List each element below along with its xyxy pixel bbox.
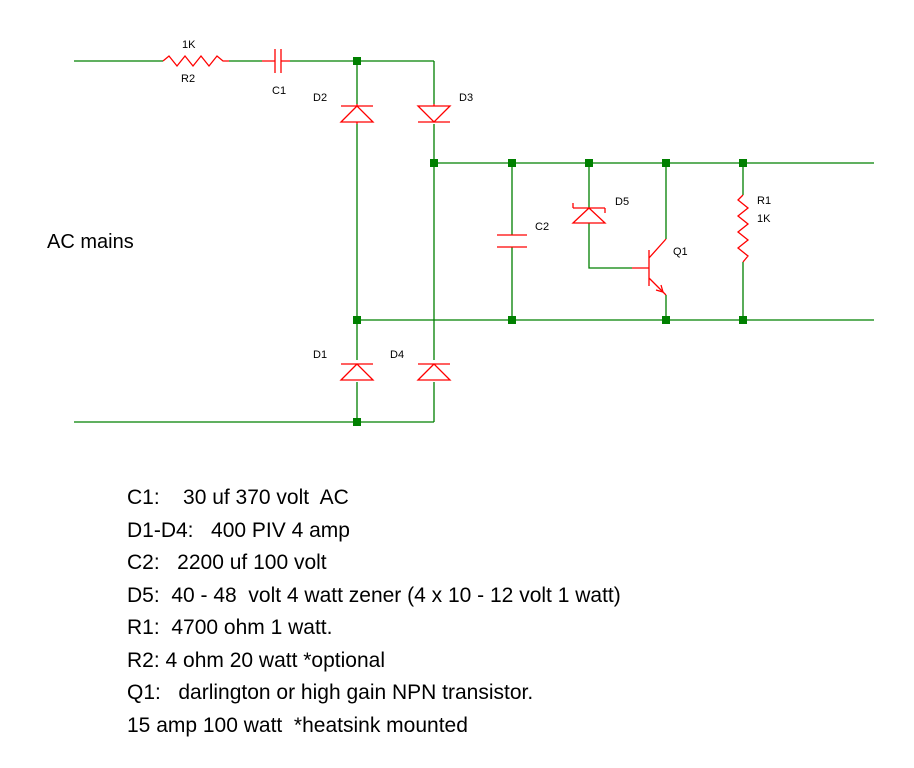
c1-ref-label: C1 [272,85,286,97]
diode-d1 [339,363,375,381]
node [353,57,361,65]
node [662,159,670,167]
diode-d2 [339,104,375,124]
component-notes: C1: 30 uf 370 volt AC D1-D4: 400 PIV 4 a… [127,482,621,742]
resistor-r2 [162,54,229,68]
r2-ref-label: R2 [181,73,195,85]
note-r2: R2: 4 ohm 20 watt *optional [127,648,385,672]
d2-ref-label: D2 [313,92,327,104]
d4-ref-label: D4 [390,349,404,361]
node [353,316,361,324]
capacitor-c1 [262,49,290,73]
wires [74,60,874,423]
note-q1: Q1: darlington or high gain NPN transist… [127,681,534,704]
r1-ref-label: R1 [757,195,771,207]
node [353,418,361,426]
r2-value-label: 1K [182,39,196,51]
node [585,159,593,167]
node [739,159,747,167]
d5-ref-label: D5 [615,196,629,208]
ac-mains-label: AC mains [47,231,134,253]
q1-ref-label: Q1 [673,246,688,258]
node [430,159,438,167]
note-c1: C1: 30 uf 370 volt AC [127,486,349,509]
node [739,316,747,324]
transistor-q1 [632,238,667,296]
zener-diode-d5 [571,203,607,224]
note-c2: C2: 2200 uf 100 volt [127,551,327,574]
capacitor-c2 [497,234,527,248]
note-r1: R1: 4700 ohm 1 watt. [127,616,333,639]
r1-value-label: 1K [757,213,771,225]
c2-ref-label: C2 [535,221,549,233]
resistor-r1 [736,194,750,263]
d3-ref-label: D3 [459,92,473,104]
junction-nodes [353,57,747,426]
note-d5: D5: 40 - 48 volt 4 watt zener (4 x 10 - … [127,583,621,607]
diode-d3 [416,104,452,123]
note-d1-d4: D1-D4: 400 PIV 4 amp [127,518,350,542]
node [662,316,670,324]
note-q1-rating: 15 amp 100 watt *heatsink mounted [127,713,468,737]
d1-ref-label: D1 [313,349,327,361]
diode-d4 [416,363,452,381]
node [508,159,516,167]
node [508,316,516,324]
